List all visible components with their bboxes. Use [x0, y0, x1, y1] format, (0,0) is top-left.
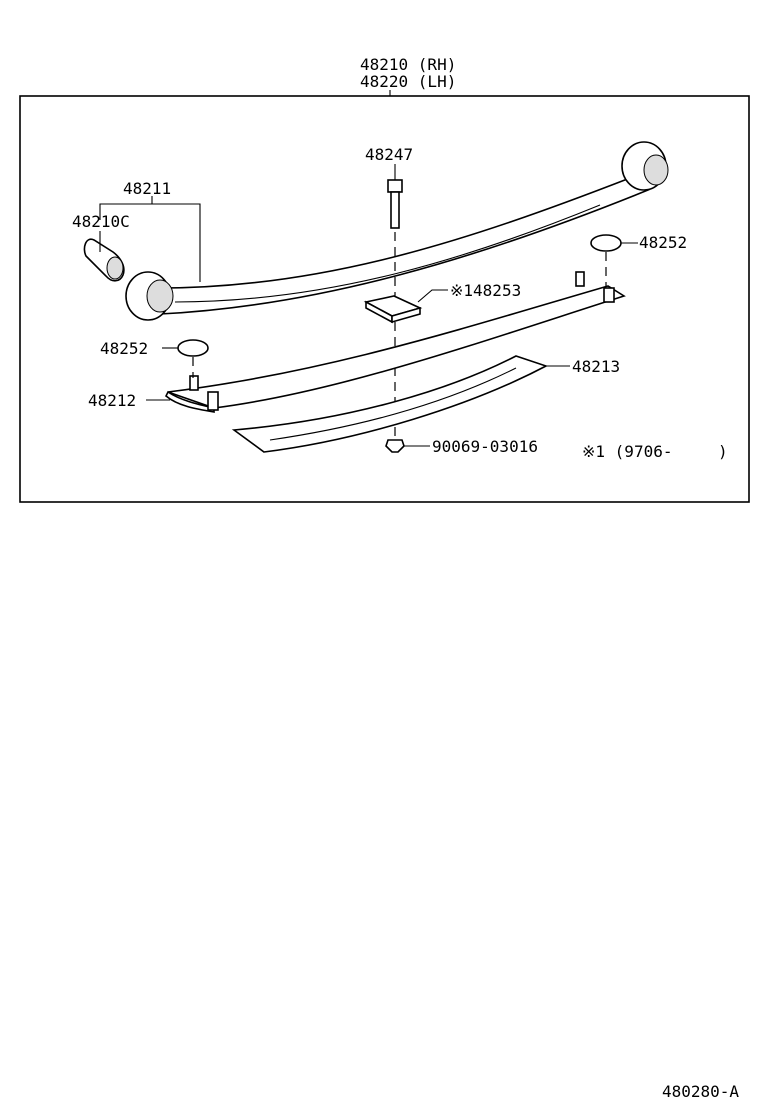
- label-nut: 90069-03016: [432, 437, 538, 456]
- diagram-code: 480280-A: [662, 1082, 739, 1101]
- label-bushing: 48210C: [72, 212, 130, 231]
- plate-leader: [417, 289, 448, 303]
- label-second-leaf: 48212: [88, 391, 136, 410]
- label-clip-right: 48252: [639, 233, 687, 252]
- label-main-leaf: 48211: [123, 179, 171, 198]
- second-leaf: [165, 271, 626, 413]
- main-leaf-spring: [125, 141, 669, 321]
- spring-nut: [385, 439, 405, 453]
- header-part-rh: 48210 (RH): [360, 55, 456, 74]
- clip-pad-left: [177, 339, 209, 357]
- note-text: ※1 (9706-: [582, 442, 672, 461]
- label-clip-left: 48252: [100, 339, 148, 358]
- clip-pad-right: [590, 234, 622, 252]
- label-bolt: 48247: [365, 145, 413, 164]
- label-third-leaf: 48213: [572, 357, 620, 376]
- main-leaf-bracket: [99, 203, 201, 282]
- bushing: [83, 238, 125, 282]
- header-part-lh: 48220 (LH): [360, 72, 456, 91]
- note-close: ): [718, 442, 728, 461]
- diagram-frame: [19, 95, 750, 503]
- spacer-plate: [363, 295, 423, 324]
- center-bolt: [387, 179, 403, 229]
- label-plate: ※148253: [450, 281, 521, 300]
